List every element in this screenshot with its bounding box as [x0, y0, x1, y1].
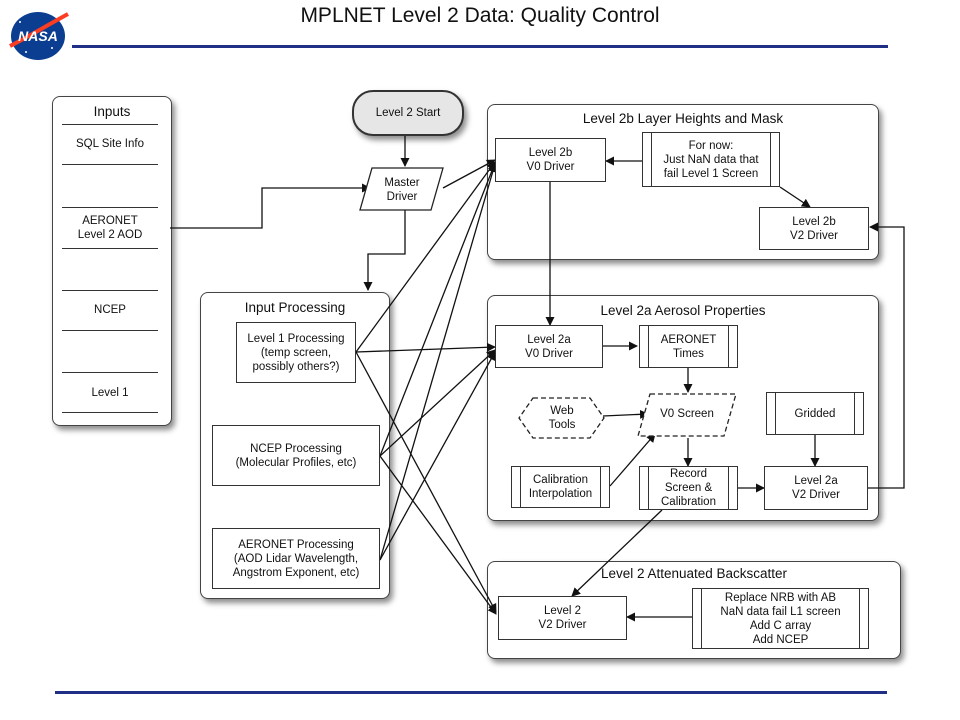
- input-aeronet: AERONET Level 2 AOD: [77, 215, 143, 241]
- inputs-divider: [62, 412, 158, 413]
- master-driver-shape: [359, 167, 444, 211]
- arrow-inputs-to-master: [170, 183, 371, 229]
- level-2-title: Level 2 Attenuated Backscatter: [600, 566, 788, 581]
- arrow-l1-to-2b: [355, 161, 496, 353]
- v0-screen: V0 Screen: [660, 408, 714, 420]
- inputs-title: Inputs: [93, 104, 131, 119]
- web-tools-shape: [518, 397, 605, 439]
- nasa-logo: NASA: [6, 8, 70, 62]
- page-title: MPLNET Level 2 Data: Quality Control: [300, 4, 660, 27]
- level-2b-v0-driver: Level 2b V0 Driver: [495, 138, 606, 182]
- input-ncep: NCEP: [94, 304, 126, 316]
- level-2b-v2-driver: Level 2b V2 Driver: [759, 207, 869, 250]
- inputs-divider: [62, 372, 158, 373]
- v0-screen-shape: [637, 393, 737, 437]
- arrow-ncep-to-2b: [379, 162, 497, 457]
- arrow-aeronet-to-2b: [379, 163, 498, 561]
- replace-nrb-step: Replace NRB with AB NaN data fail L1 scr…: [692, 588, 869, 649]
- record-screen-calibration: Record Screen & Calibration: [639, 466, 738, 510]
- arrow-webtools-to-v0-screen: [602, 409, 649, 419]
- inputs-divider: [62, 290, 158, 291]
- web-tools: Web Tools: [548, 405, 576, 431]
- master-driver-line2: Driver: [386, 191, 418, 203]
- header-rule: [72, 45, 888, 48]
- nasa-logo-text: NASA: [18, 28, 58, 44]
- inputs-divider: [62, 330, 158, 331]
- gridded: Gridded: [766, 392, 864, 435]
- arrow-l1-to-2a: [355, 342, 496, 353]
- arrow-master-to-input-processing: [363, 210, 406, 291]
- level-2-start: Level 2 Start: [352, 90, 464, 136]
- inputs-divider: [62, 164, 158, 165]
- aeronet-times: AERONET Times: [639, 325, 738, 368]
- level-2-v2-driver: Level 2 V2 Driver: [498, 596, 627, 640]
- master-driver: Master Driver: [370, 176, 434, 204]
- ncep-processing: NCEP Processing (Molecular Profiles, etc…: [212, 425, 380, 486]
- level-2a-v0-driver: Level 2a V0 Driver: [495, 325, 603, 368]
- inputs-divider: [62, 207, 158, 208]
- level-2a-title: Level 2a Aerosol Properties: [600, 303, 766, 318]
- arrow-master-to-2b: [442, 159, 496, 189]
- input-processing-title: Input Processing: [244, 300, 346, 315]
- arrow-record-to-l2: [571, 509, 663, 597]
- footer-rule: [55, 691, 887, 694]
- level-2a-v2-driver: Level 2a V2 Driver: [764, 466, 868, 510]
- arrow-ncep-to-l2: [379, 455, 497, 615]
- arrow-calib-to-v0-screen: [609, 433, 656, 487]
- input-level-1: Level 1: [91, 387, 129, 399]
- master-driver-line1: Master: [384, 177, 420, 189]
- for-now-nan-step: For now: Just NaN data that fail Level 1…: [642, 132, 780, 187]
- inputs-divider: [62, 248, 158, 249]
- aeronet-processing: AERONET Processing (AOD Lidar Wavelength…: [212, 528, 380, 589]
- input-sql-site-info: SQL Site Info: [76, 138, 144, 150]
- arrow-aeronet-to-2a: [379, 351, 496, 561]
- level-2b-title: Level 2b Layer Heights and Mask: [582, 111, 784, 126]
- calibration-interpolation: Calibration Interpolation: [511, 466, 610, 508]
- inputs-panel: Inputs: [52, 96, 172, 426]
- arrow-l1-to-l2: [355, 351, 497, 613]
- arrow-2a-v2-to-2b-v2: [868, 222, 905, 489]
- inputs-divider: [62, 124, 158, 125]
- arrow-ncep-to-2a: [379, 349, 496, 457]
- level-1-processing: Level 1 Processing (temp screen, possibl…: [236, 322, 356, 383]
- arrow-fornow-to-2b-v2: [779, 186, 811, 208]
